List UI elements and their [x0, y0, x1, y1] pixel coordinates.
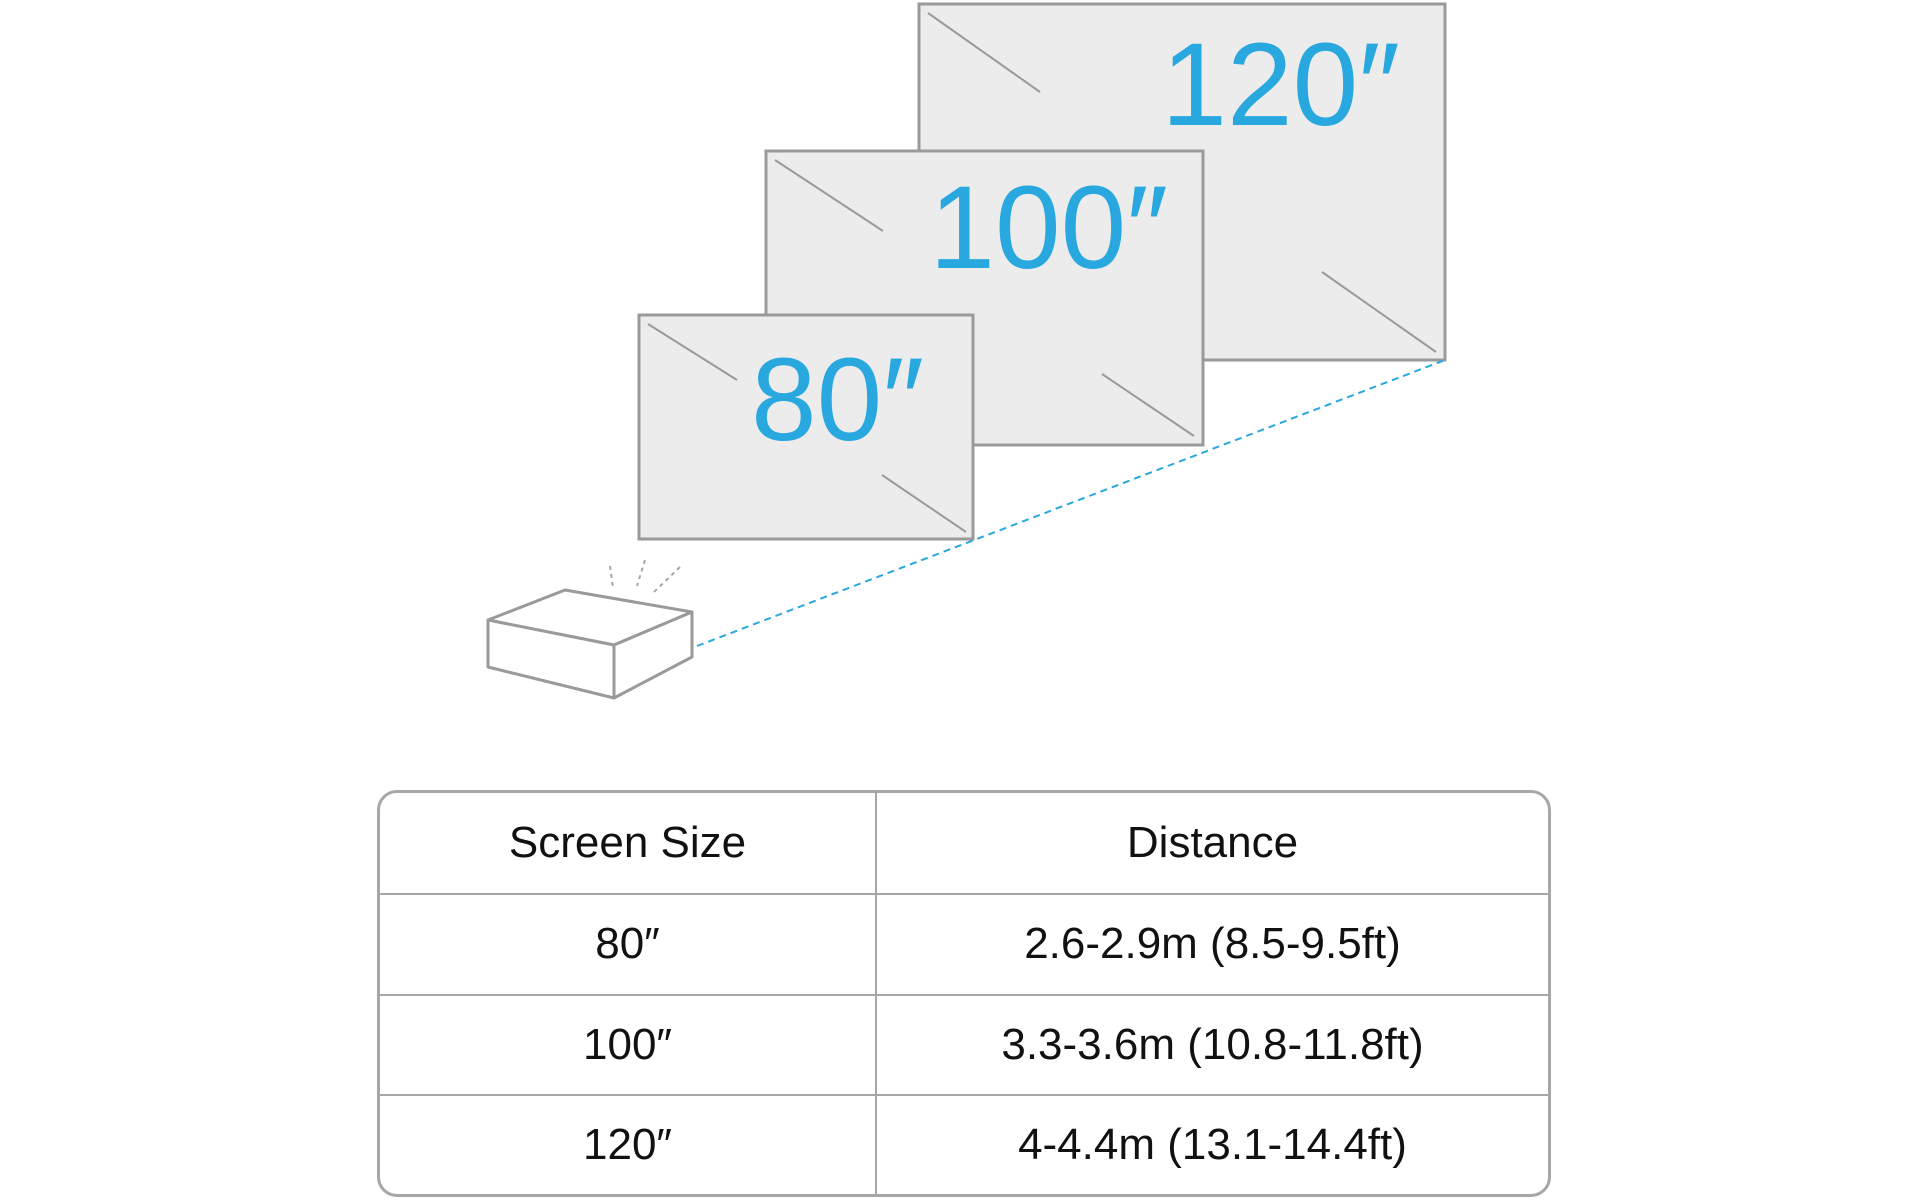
cell-distance: 4-4.4m (13.1-14.4ft) [1018, 1119, 1407, 1169]
cell-screen-size: 100″ [380, 995, 877, 1094]
screen-120-label: 120″ [1161, 19, 1400, 151]
projector-icon [486, 588, 694, 700]
cell-distance: 2.6-2.9m (8.5-9.5ft) [1024, 919, 1401, 969]
table-header-row: Screen Size Distance [380, 793, 1548, 894]
table-row: 80″ 2.6-2.9m (8.5-9.5ft) [380, 893, 1548, 994]
screen-distance-table: Screen Size Distance 80″ 2.6-2.9m (8.5-9… [377, 790, 1551, 1197]
screen-80-label: 80″ [751, 334, 924, 466]
table-row: 100″ 3.3-3.6m (10.8-11.8ft) [380, 993, 1548, 1094]
projection-beam-line [696, 359, 1446, 647]
screen-100-label: 100″ [929, 162, 1168, 294]
header-distance: Distance [1126, 818, 1299, 868]
cell-screen-size: 80″ [380, 895, 877, 994]
table-row: 120″ 4-4.4m (13.1-14.4ft) [380, 1093, 1548, 1194]
cell-screen-size: 120″ [380, 1095, 877, 1194]
cell-distance: 3.3-3.6m (10.8-11.8ft) [1001, 1019, 1424, 1069]
screen-80: 80″ [637, 313, 975, 541]
header-screen-size: Screen Size [380, 793, 877, 894]
projector-light-rays [609, 559, 681, 593]
